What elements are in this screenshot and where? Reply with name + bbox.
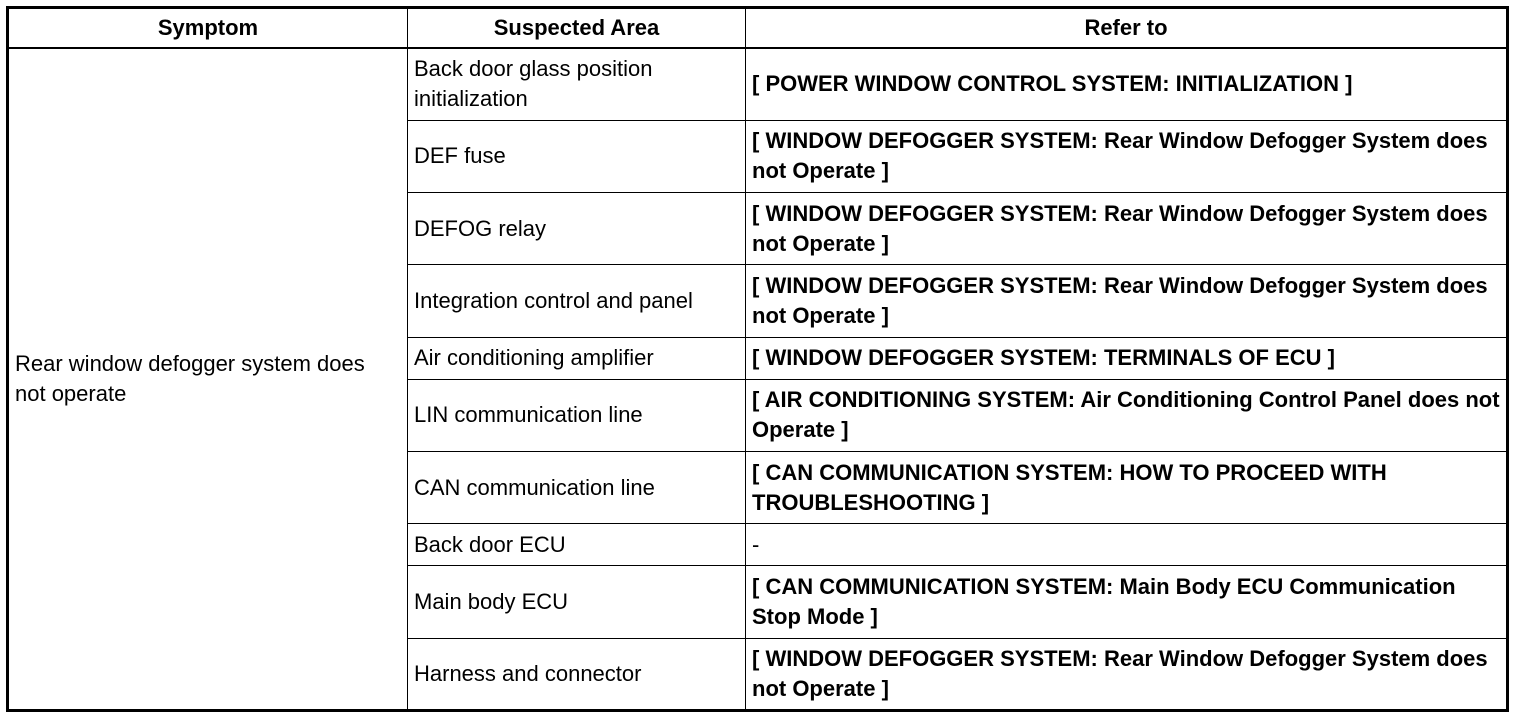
header-row: Symptom Suspected Area Refer to [7, 7, 1508, 49]
header-suspected-area: Suspected Area [407, 7, 746, 49]
table-row: DEFOG relay [ WINDOW DEFOGGER SYSTEM: Re… [8, 192, 1508, 266]
table-row: DEF fuse [ WINDOW DEFOGGER SYSTEM: Rear … [8, 119, 1508, 194]
suspected-area-cell: CAN communication line [407, 450, 746, 525]
suspected-area-cell: LIN communication line [407, 378, 746, 452]
symptom-cell: Rear window defogger system does not ope… [7, 47, 408, 711]
refer-to-link[interactable]: [ WINDOW DEFOGGER SYSTEM: TERMINALS OF E… [745, 336, 1508, 380]
refer-to-link[interactable]: [ AIR CONDITIONING SYSTEM: Air Condition… [745, 378, 1508, 452]
suspected-area-cell: DEF fuse [407, 119, 746, 194]
suspected-area-cell: Integration control and panel [407, 264, 746, 338]
table-row: Integration control and panel [ WINDOW D… [8, 264, 1508, 338]
refer-to-link[interactable]: [ CAN COMMUNICATION SYSTEM: Main Body EC… [745, 565, 1508, 639]
table-row: CAN communication line [ CAN COMMUNICATI… [8, 450, 1508, 525]
suspected-area-cell: Harness and connector [407, 637, 746, 712]
refer-to-cell: - [745, 523, 1508, 567]
table-row: Air conditioning amplifier [ WINDOW DEFO… [8, 336, 1508, 380]
table-row: Back door ECU - [8, 523, 1508, 567]
refer-to-link[interactable]: [ WINDOW DEFOGGER SYSTEM: Rear Window De… [745, 192, 1508, 266]
table-row: Rear window defogger system does not ope… [7, 47, 1508, 711]
refer-to-link[interactable]: [ CAN COMMUNICATION SYSTEM: HOW TO PROCE… [745, 450, 1508, 525]
refer-to-link[interactable]: [ WINDOW DEFOGGER SYSTEM: Rear Window De… [745, 264, 1508, 338]
suspected-area-cell: DEFOG relay [407, 192, 746, 266]
header-refer-to: Refer to [745, 7, 1508, 49]
refer-to-link[interactable]: [ WINDOW DEFOGGER SYSTEM: Rear Window De… [745, 119, 1508, 194]
symptom-table: Symptom Suspected Area Refer to Rear win… [6, 6, 1509, 712]
suspected-area-cell: Back door glass position initialization [407, 47, 746, 121]
suspected-area-cell: Back door ECU [407, 523, 746, 567]
refer-to-link[interactable]: [ POWER WINDOW CONTROL SYSTEM: INITIALIZ… [745, 47, 1508, 121]
header-symptom: Symptom [7, 7, 408, 49]
table-row: LIN communication line [ AIR CONDITIONIN… [8, 378, 1508, 452]
suspected-area-cell: Main body ECU [407, 565, 746, 639]
suspected-area-cell: Air conditioning amplifier [407, 336, 746, 380]
refer-to-link[interactable]: [ WINDOW DEFOGGER SYSTEM: Rear Window De… [745, 637, 1508, 712]
table-row: Harness and connector [ WINDOW DEFOGGER … [8, 637, 1508, 712]
